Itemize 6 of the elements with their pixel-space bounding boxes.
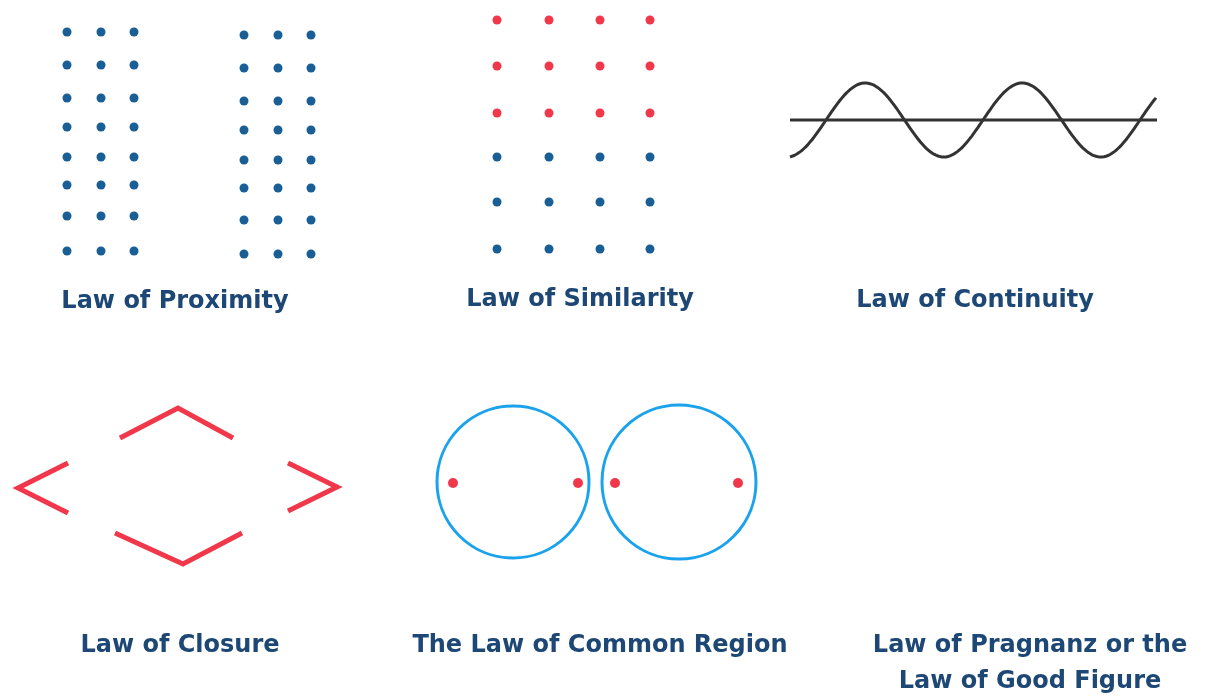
law-caption: Law of Proximity — [60, 285, 290, 316]
law-caption: The Law of Common Region — [411, 629, 789, 660]
law-caption: Law of Similarity — [465, 283, 695, 314]
law-caption: Law of Closure — [79, 629, 281, 660]
law-caption: Law of Continuity — [855, 284, 1095, 315]
law-caption: Law of Pragnanz or the Law of Good Figure — [871, 629, 1189, 696]
